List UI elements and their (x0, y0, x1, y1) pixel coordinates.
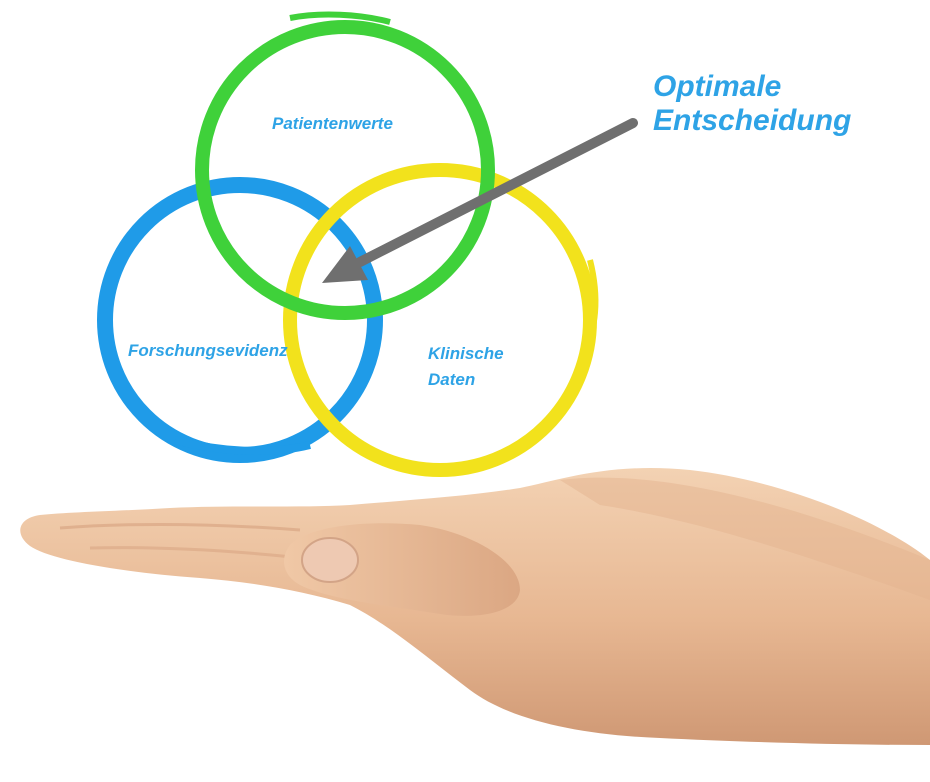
finger-crease (59, 522, 301, 532)
patient-values-label: Patientenwerte (272, 114, 393, 133)
research-brush-tail (173, 436, 311, 456)
research-evidence-label: Forschungsevidenz (128, 341, 288, 360)
optimal-decision-label-line2: Entscheidung (653, 104, 852, 137)
clinical-data-label-line2: Daten (428, 370, 476, 389)
optimal-decision-label: Optimale Entscheidung (653, 70, 851, 138)
patient-brush-tail (289, 11, 391, 25)
clinical-circle (283, 163, 597, 477)
wrist-shadow (560, 477, 930, 600)
optimal-decision-label-line1: Optimale (653, 70, 782, 103)
clinical-brush-tail (582, 259, 599, 352)
research-circle (97, 177, 383, 463)
thumbnail (301, 537, 359, 583)
clinical-data-label: Klinische Daten (428, 341, 504, 393)
arrow-pointer-icon (322, 118, 638, 283)
hand-illustration (20, 467, 930, 745)
clinical-data-label-line1: Klinische (428, 344, 504, 363)
patient-circle (195, 20, 495, 320)
venn-circles (97, 11, 599, 477)
